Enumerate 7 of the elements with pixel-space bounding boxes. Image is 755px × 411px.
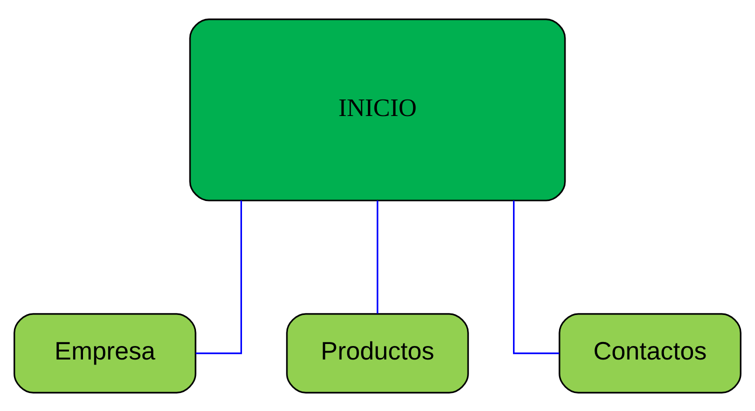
connector (513, 200, 560, 354)
node-box: Empresa (14, 312, 196, 393)
connector (196, 200, 242, 354)
connector (376, 200, 378, 314)
node-box: Productos (286, 312, 469, 393)
node-box: Contactos (558, 312, 742, 393)
node-box: INICIO (189, 18, 566, 201)
